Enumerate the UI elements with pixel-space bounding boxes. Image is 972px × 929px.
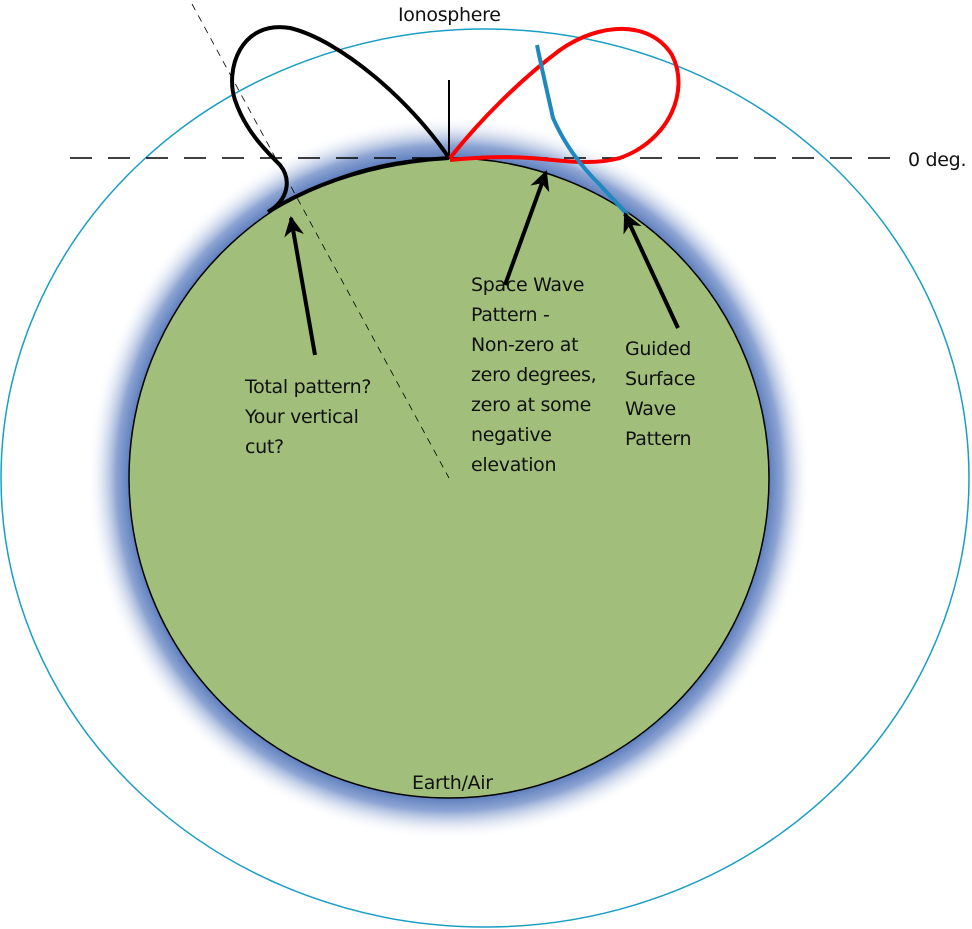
label-line: Total pattern? bbox=[245, 376, 372, 398]
label-line: Pattern - bbox=[471, 304, 550, 326]
ionosphere-label: Ionosphere bbox=[398, 4, 501, 26]
guided-surface-wave-label: Guided Surface Wave Pattern bbox=[625, 334, 696, 454]
label-line: Non-zero at bbox=[471, 334, 579, 356]
total-pattern-arrow bbox=[284, 216, 317, 356]
surface-wave-arrow bbox=[623, 212, 680, 329]
label-line: zero at some bbox=[471, 394, 591, 416]
label-line: Guided bbox=[625, 338, 692, 360]
label-line: Surface bbox=[625, 368, 696, 390]
label-line: cut? bbox=[245, 436, 284, 458]
total-pattern-curve bbox=[230, 25, 451, 214]
ionosphere-boundary bbox=[0, 28, 970, 928]
label-line: Your vertical bbox=[245, 406, 359, 428]
label-line: zero degrees, bbox=[471, 364, 597, 386]
space-wave-label: Space Wave Pattern - Non-zero at zero de… bbox=[471, 270, 597, 480]
label-line: negative bbox=[471, 424, 552, 446]
label-line: Pattern bbox=[625, 428, 692, 450]
space-wave-arrow bbox=[503, 170, 550, 286]
zero-degree-label: 0 deg. bbox=[908, 149, 967, 171]
label-line: Wave bbox=[625, 398, 676, 420]
guided-surface-wave-curve bbox=[535, 44, 630, 217]
total-pattern-label: Total pattern? Your vertical cut? bbox=[245, 372, 371, 462]
label-line: Space Wave bbox=[471, 274, 585, 296]
space-wave-pattern-curve bbox=[448, 26, 681, 165]
label-line: elevation bbox=[471, 454, 557, 476]
earth-air-label: Earth/Air bbox=[412, 772, 493, 794]
